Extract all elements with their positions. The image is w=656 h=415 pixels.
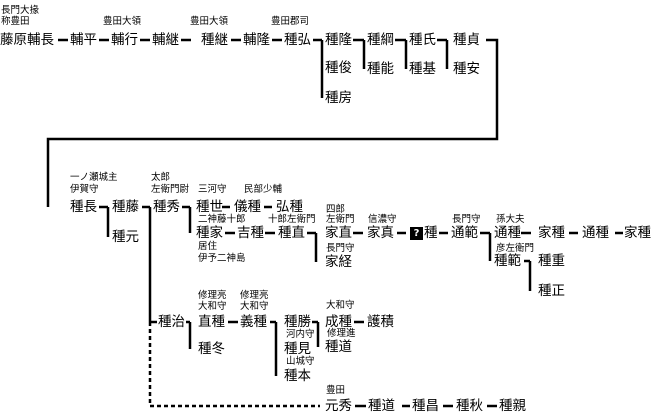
person-name: 種基 <box>409 61 436 77</box>
person-name: 輔隆 <box>243 32 270 48</box>
person-name: 種秀 <box>153 199 180 215</box>
title-label: 山城守 <box>286 356 315 367</box>
title-label: 太郎 <box>151 172 171 183</box>
person-name: 輔行 <box>111 32 138 48</box>
title-label: 修理亮 <box>198 290 227 301</box>
title-label: 伊賀守 <box>70 184 99 195</box>
person-name: 種本 <box>284 368 311 384</box>
person-name: 種元 <box>112 229 139 245</box>
title-label: 長門守 <box>326 243 355 254</box>
title-label: 一ノ瀬城主 <box>70 172 118 183</box>
person-name: 種俊 <box>325 60 352 76</box>
title-label: 豊田大領 <box>103 16 142 27</box>
person-name: 種冬 <box>198 341 225 357</box>
person-name: 種重 <box>538 253 565 269</box>
title-label: 信濃守 <box>368 214 397 225</box>
person-name: 種親 <box>499 398 526 414</box>
title-label: 長門守 <box>452 214 481 225</box>
person-name: 種隆 <box>325 32 352 48</box>
person-name: 通種 <box>582 225 609 241</box>
title-label: 四郎 <box>326 204 346 215</box>
person-name: 種氏 <box>409 32 436 48</box>
unknown-character-mark: ? <box>410 227 423 240</box>
person-name: 種道 <box>325 339 352 355</box>
title-label: 大和守 <box>240 301 269 312</box>
person-name: 家真 <box>367 225 394 241</box>
person-name: 種勝 <box>284 314 311 330</box>
person-name: 家種 <box>624 225 651 241</box>
title-label: 十郎左衛門 <box>268 214 316 225</box>
person-name: 種弘 <box>284 32 311 48</box>
title-label: 居住 <box>198 241 218 252</box>
person-name: 種 <box>424 225 438 241</box>
person-name: 種昌 <box>412 398 439 414</box>
person-name: 儀種 <box>234 199 261 215</box>
person-name: 種家 <box>196 225 223 241</box>
title-label: 称豊田 <box>1 16 30 27</box>
person-name: 種道 <box>368 398 395 414</box>
person-name: 家種 <box>538 225 565 241</box>
title-label: 大和守 <box>326 300 355 311</box>
title-label: 彦左衛門 <box>496 243 535 254</box>
title-label: 豊田郡司 <box>271 16 310 27</box>
title-label: 民部少輔 <box>244 184 283 195</box>
title-label: 豊田 <box>326 385 346 396</box>
person-name: 種範 <box>494 253 521 269</box>
person-name: 種能 <box>367 61 394 77</box>
title-label: 孫大夫 <box>496 214 525 225</box>
lineage-line <box>46 38 499 207</box>
person-name: 吉種 <box>237 225 264 241</box>
title-label: 伊予二神島 <box>198 253 246 264</box>
person-name: 種綱 <box>367 32 394 48</box>
person-name: 輔平 <box>70 32 97 48</box>
title-label: 豊田大領 <box>190 16 229 27</box>
title-label: 修理亮 <box>240 290 269 301</box>
person-name: 護積 <box>367 314 394 330</box>
title-label: 三河守 <box>198 184 227 195</box>
person-name: 種見 <box>284 341 311 357</box>
person-name: 種世 <box>196 199 223 215</box>
title-label: 二神藤十郎 <box>198 214 246 225</box>
title-label: 河内守 <box>286 329 315 340</box>
person-name: 種正 <box>538 283 565 299</box>
person-name: 種治 <box>158 314 185 330</box>
title-label: 長門大掾 <box>1 5 40 16</box>
title-label: 大和守 <box>198 301 227 312</box>
person-name: 弘種 <box>276 199 303 215</box>
person-name: 種秋 <box>456 398 483 414</box>
person-name: 種直 <box>278 225 305 241</box>
person-name: 種継 <box>201 32 228 48</box>
person-name: 通範 <box>451 225 478 241</box>
person-name: 種藤 <box>112 199 139 215</box>
person-name: 種房 <box>325 90 352 106</box>
person-name: 輔継 <box>152 32 179 48</box>
person-name: 家直 <box>325 225 352 241</box>
person-name: 藤原輔長 <box>0 32 54 48</box>
person-name: 元秀 <box>325 398 352 414</box>
title-label: 修理進 <box>327 328 356 339</box>
person-name: 種長 <box>70 199 97 215</box>
title-label: 左衛門尉 <box>151 184 190 195</box>
person-name: 種安 <box>453 61 480 77</box>
person-name: 直種 <box>198 314 225 330</box>
person-name: 家経 <box>325 254 352 270</box>
person-name: 通種 <box>494 225 521 241</box>
title-label: 左衛門 <box>326 214 355 225</box>
person-name: 義種 <box>240 314 267 330</box>
dashed-lineage-line <box>148 322 320 408</box>
person-name: 成種 <box>325 314 352 330</box>
person-name: 種貞 <box>453 32 480 48</box>
